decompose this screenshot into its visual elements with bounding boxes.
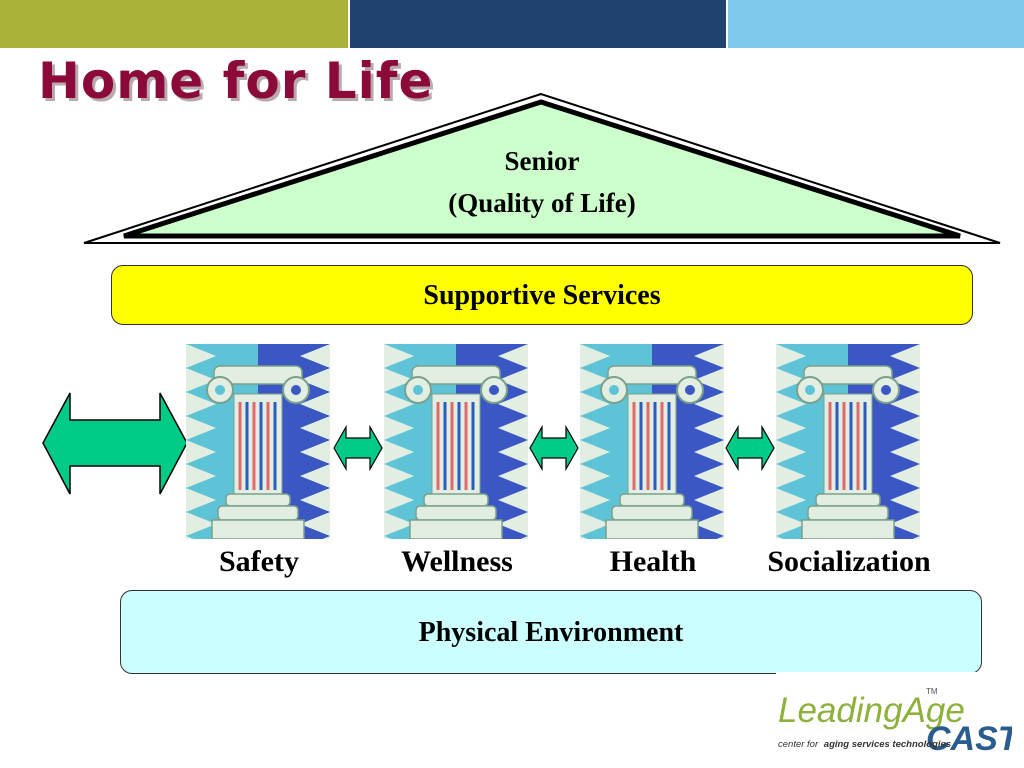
pillar-label-health: Health (609, 545, 697, 578)
roof-triangle (83, 92, 1001, 244)
roof-line-1: Senior (504, 146, 580, 176)
pillar-health (580, 344, 724, 560)
small-double-arrow-icon (333, 424, 383, 472)
double-arrow-icon (42, 392, 188, 495)
logo-tm-text: TM (926, 687, 938, 696)
small-double-arrow-icon (725, 424, 775, 472)
roof-line-2: (Quality of Life) (448, 188, 636, 218)
pillar-label-safety: Safety (219, 545, 299, 578)
logo-cast-text: CAST (926, 720, 1012, 758)
pillar-label-wellness: Wellness (401, 545, 513, 578)
pillar-safety (186, 344, 330, 560)
column-icon (776, 344, 920, 560)
logo-tagline-bold: aging services technologies (824, 739, 951, 750)
top-color-bar (0, 0, 1024, 48)
pillar-label-socialization: Socialization (767, 545, 931, 578)
column-icon (580, 344, 724, 560)
pillar-socialization (776, 344, 920, 560)
top-bar-navy (350, 0, 726, 48)
top-bar-olive (0, 0, 348, 48)
pillar-wellness (384, 344, 528, 560)
top-bar-sky (728, 0, 1024, 48)
small-double-arrow-icon (529, 424, 579, 472)
supportive-services-band: Supportive Services (111, 265, 973, 325)
logo-brand-text: LeadingAge (778, 691, 965, 730)
column-icon (384, 344, 528, 560)
page-title: Home for Life (38, 52, 434, 110)
column-icon (186, 344, 330, 560)
svg-text:center for aging services: center for aging services technologies (778, 739, 951, 750)
logo-tagline-prefix: center for (778, 739, 819, 750)
leadingage-cast-logo: LeadingAge TM CAST center for aging serv… (776, 672, 1012, 760)
physical-environment-band: Physical Environment (120, 590, 982, 674)
